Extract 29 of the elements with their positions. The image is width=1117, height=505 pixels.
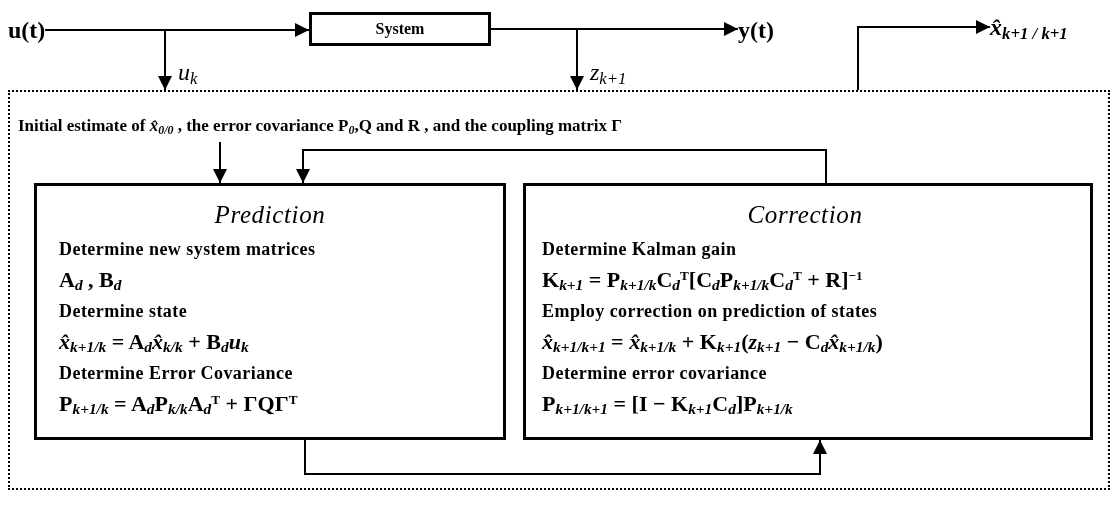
step-text: Determine Error Covariance: [59, 361, 293, 385]
step-text: Employ correction on prediction of states: [542, 299, 878, 323]
filter-boundary-box: [8, 90, 1110, 490]
process-box: [523, 183, 1093, 440]
process-box: [34, 183, 506, 440]
arrow: [213, 141, 227, 184]
equation: P$_{k+1/k}$ = A$_{d}$P$_{k/k}$A$_{d}$$^{T}$ + ΓQΓ$^{T}$: [59, 389, 298, 420]
equation: x̂$_{k+1/k+1}$ = x̂$_{k+1/k}$ + K$_{k+1}$(z$_{k+1}$ − C$_{d}$x̂$_{k+1/k}$): [542, 327, 883, 358]
arrow: [44, 29, 172, 91]
system-box: [309, 12, 491, 46]
arrow: [490, 28, 584, 91]
arrow: [857, 20, 991, 91]
signal-label: y(t): [738, 16, 774, 45]
equation: x̂$_{k+1/k}$ = A$_{d}$x̂$_{k/k}$ + B$_{d}$u$_{k}$: [59, 327, 249, 358]
arrow: [304, 439, 827, 475]
box-title: Prediction: [214, 200, 327, 230]
step-text: Determine Kalman gain: [542, 237, 737, 261]
step-text: Determine new system matrices: [59, 237, 316, 261]
equation: A$_{d}$ , B$_{d}$: [59, 265, 122, 296]
arrow: [296, 149, 827, 184]
output-label: x̂$_{k+1 / k+1}$: [990, 13, 1068, 45]
equation: P$_{k+1/k+1}$ = [I − K$_{k+1}$C$_{d}$]P$_{k+1/k}$: [542, 389, 793, 420]
signal-label: u(t): [8, 16, 46, 45]
step-text: Determine error covariance: [542, 361, 767, 385]
box-label: System: [375, 19, 425, 40]
initial-conditions-text: Initial estimate of x̂$_{0/0}$ , the error covariance P$_{0}$,Q and R , and the coupling matrix Γ: [18, 115, 623, 139]
step-text: Determine state: [59, 299, 188, 323]
box-title: Correction: [747, 200, 864, 230]
equation: K$_{k+1}$ = P$_{k+1/k}$C$_{d}$$^{T}$[C$_{d}$P$_{k+1/k}$C$_{d}$$^{T}$ + R]$^{−1}$: [542, 265, 863, 296]
